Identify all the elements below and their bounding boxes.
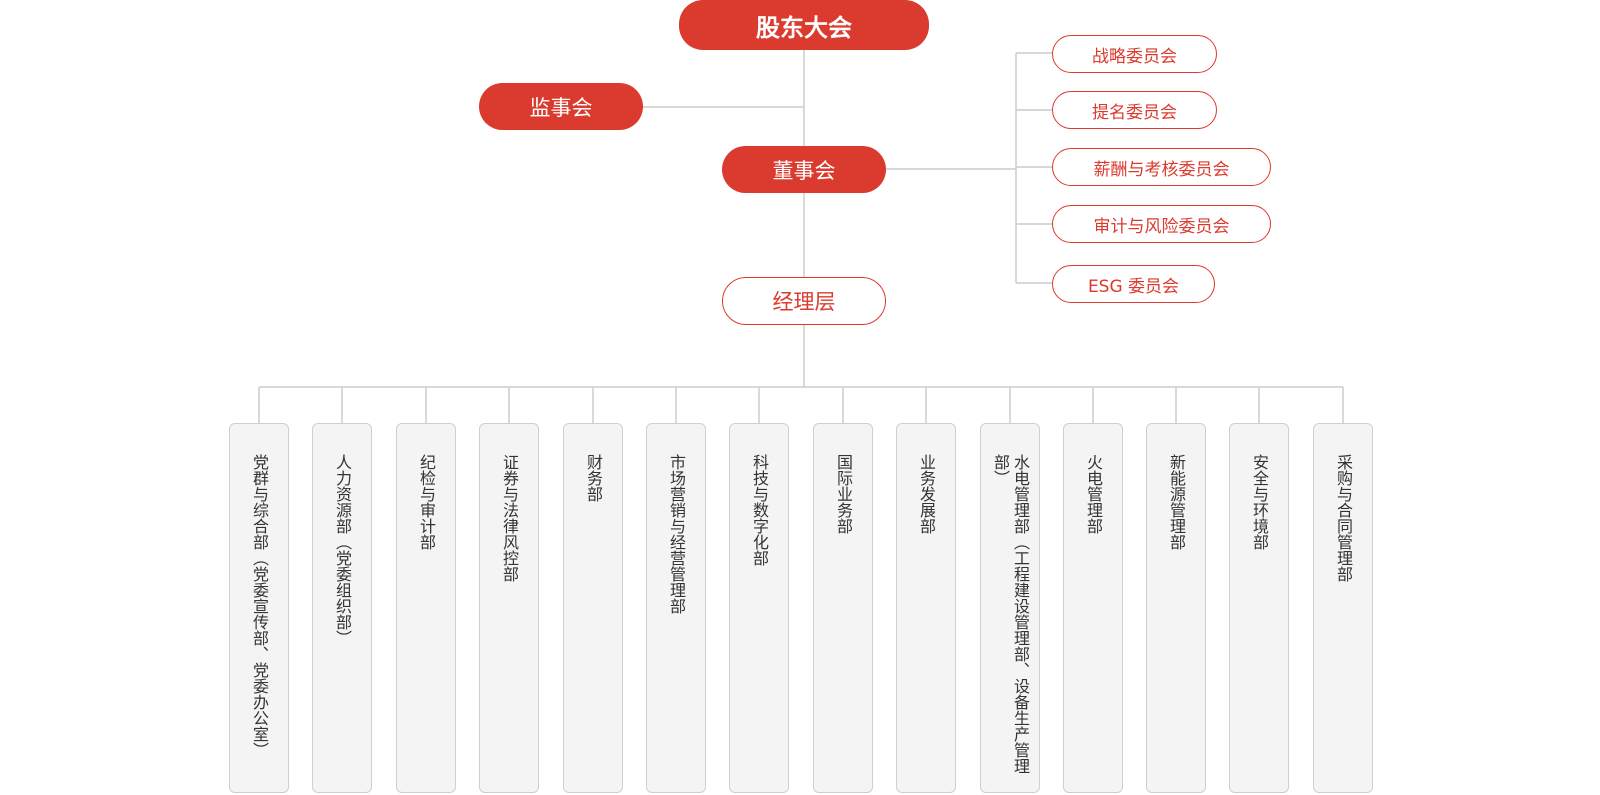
department-box: 安全与环境部 [1229,423,1289,793]
department-box: 科技与数字化部 [729,423,789,793]
department-box: 国际业务部 [813,423,873,793]
node-label: 股东大会 [756,13,852,42]
department-label: 国际业务部 [834,454,853,534]
department-label: 人力资源部（党委组织部） [333,454,352,646]
node-label: 监事会 [529,95,593,120]
committee-label: 战略委员会 [1092,46,1177,67]
committee-audit-risk: 审计与风险委员会 [1052,205,1271,243]
department-box: 采购与合同管理部 [1313,423,1373,793]
department-label: 采购与合同管理部 [1334,454,1353,582]
department-box: 财务部 [563,423,623,793]
committee-label: 提名委员会 [1092,102,1177,123]
department-box: 证券与法律风控部 [479,423,539,793]
node-supervisory-board: 监事会 [479,83,643,130]
node-label: 董事会 [772,158,836,183]
department-label: 火电管理部 [1084,454,1103,534]
department-label: 业务发展部 [917,454,936,534]
department-label: 科技与数字化部 [750,454,769,566]
node-shareholders-meeting: 股东大会 [679,0,929,50]
department-label: 市场营销与经营管理部 [667,454,686,614]
department-label: 财务部 [584,454,603,502]
committee-nomination: 提名委员会 [1052,91,1217,129]
node-label: 经理层 [772,290,836,314]
department-box: 业务发展部 [896,423,956,793]
department-label: 水电管理部（工程建设管理部、设备生产管理部） [991,454,1030,774]
department-box: 新能源管理部 [1146,423,1206,793]
department-box: 火电管理部 [1063,423,1123,793]
department-box: 纪检与审计部 [396,423,456,793]
committee-label: ESG 委员会 [1087,276,1180,297]
department-label: 纪检与审计部 [417,454,436,550]
department-label: 党群与综合部（党委宣传部、党委办公室） [250,454,269,758]
department-box: 水电管理部（工程建设管理部、设备生产管理部） [980,423,1040,793]
department-label: 安全与环境部 [1250,454,1269,550]
department-label: 证券与法律风控部 [500,454,519,582]
committee-label: 审计与风险委员会 [1093,216,1230,237]
department-box: 市场营销与经营管理部 [646,423,706,793]
node-management: 经理层 [722,277,886,325]
committee-strategy: 战略委员会 [1052,35,1217,73]
department-box: 党群与综合部（党委宣传部、党委办公室） [229,423,289,793]
committee-label: 薪酬与考核委员会 [1093,159,1230,180]
committee-remuneration: 薪酬与考核委员会 [1052,148,1271,186]
node-board-of-directors: 董事会 [722,146,886,193]
department-label: 新能源管理部 [1167,454,1186,550]
committee-esg: ESG 委员会 [1052,265,1215,303]
department-box: 人力资源部（党委组织部） [312,423,372,793]
